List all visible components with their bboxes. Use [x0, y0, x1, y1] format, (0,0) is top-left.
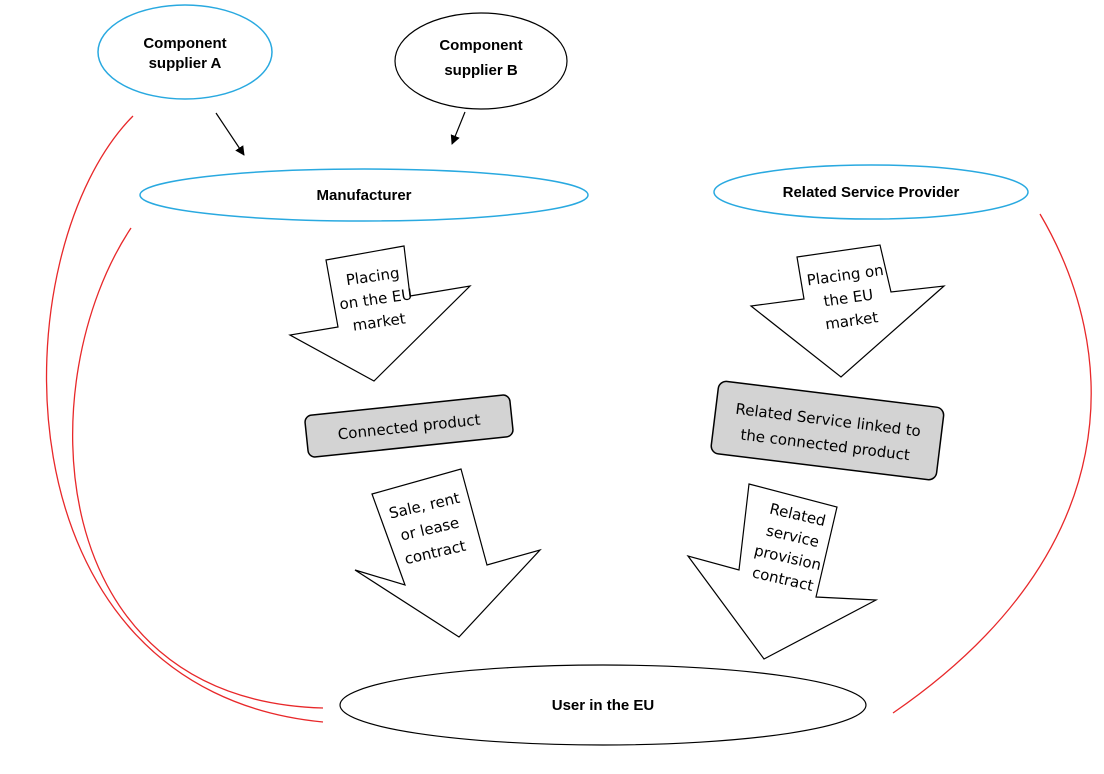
related-service-provider-node: Related Service Provider [713, 164, 1029, 220]
red-curve-service-provider-to-user [892, 213, 1092, 714]
connected-product-box: Connected product [304, 394, 514, 458]
red-curve-manufacturer-to-user [72, 227, 324, 709]
related-service-box: Related Service linked to the connected … [710, 380, 945, 481]
arrow-supplier-b-to-manufacturer [450, 111, 466, 145]
component-supplier-a-node: Component supplier A [97, 4, 273, 100]
sale-rent-lease-contract-arrow: Sale, rent or lease contract [354, 468, 542, 638]
supplier-a-label-line2: supplier A [149, 55, 222, 72]
manufacturer-node: Manufacturer [139, 168, 589, 222]
related-service-provision-contract-arrow: Related service provision contract [686, 483, 879, 660]
component-supplier-b-node: Component supplier B [394, 12, 568, 110]
red-curve-supplier-a-to-user [45, 115, 324, 723]
supplier-b-label-line2: supplier B [444, 62, 518, 79]
placing-on-market-arrow-left: Placing on the EU market [288, 245, 472, 382]
placing-on-market-arrow-right: Placing on the EU market [749, 244, 946, 378]
user-in-eu-node: User in the EU [339, 664, 867, 746]
related-service-provider-label: Related Service Provider [783, 184, 960, 201]
manufacturer-label: Manufacturer [316, 187, 411, 204]
supplier-b-label-line1: Component [439, 37, 522, 54]
user-in-eu-label: User in the EU [552, 697, 655, 714]
arrow-supplier-a-to-manufacturer [215, 112, 245, 156]
supplier-a-label-line1: Component [143, 35, 226, 52]
